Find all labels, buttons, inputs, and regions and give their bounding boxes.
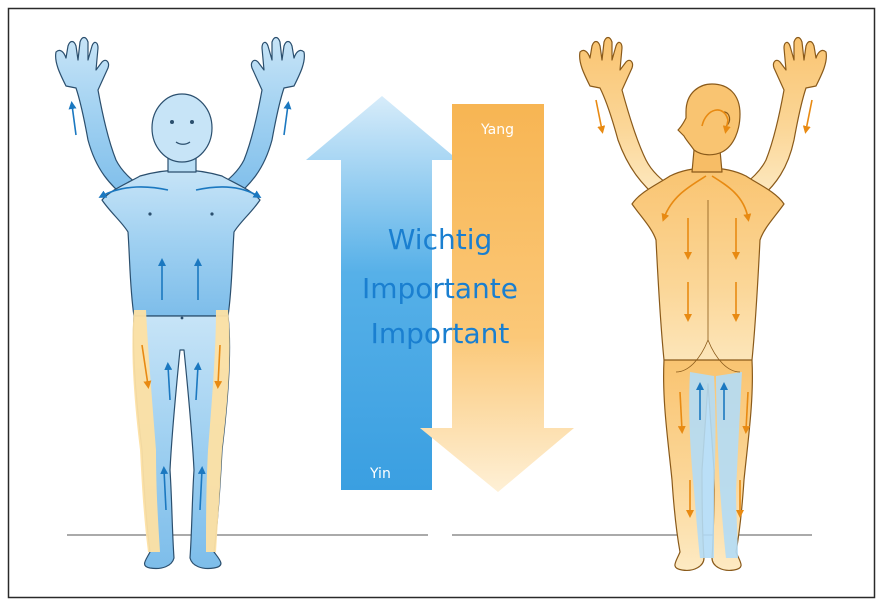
center-label-line1: Wichtig	[388, 223, 493, 256]
center-label-line3: Important	[371, 317, 510, 350]
back-arm-right-flow	[806, 100, 812, 130]
front-arm-right-flow	[284, 105, 288, 135]
front-arm-left-flow	[72, 105, 76, 135]
center-label-line2: Importante	[362, 272, 518, 305]
back-body-figure-icon	[580, 38, 827, 571]
back-arm-left-flow	[596, 100, 602, 130]
front-body-figure-icon	[56, 38, 305, 569]
yang-arrow-label: Yang	[480, 122, 514, 138]
yin-arrow-label: Yin	[369, 466, 391, 482]
